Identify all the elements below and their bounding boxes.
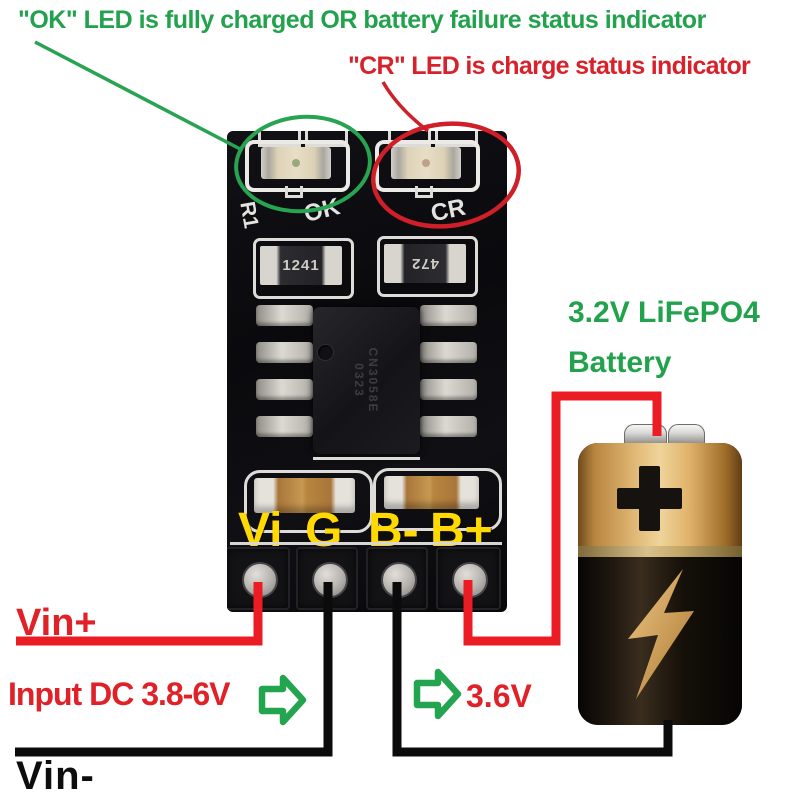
header-silkscreen-line <box>230 542 502 545</box>
pin-pad-g <box>296 547 358 610</box>
output-voltage-label: 3.6V <box>466 678 532 714</box>
output-capacitor <box>384 476 479 509</box>
battery-band <box>578 546 742 557</box>
lightning-bolt-icon <box>628 569 694 699</box>
ic-marking-line1: CN3058E <box>366 347 381 414</box>
cr-led <box>391 147 461 179</box>
battery-title-line1: 3.2V LiFePO4 <box>568 296 760 329</box>
ok-led-die <box>292 159 300 167</box>
ic-lead <box>256 342 313 363</box>
input-arrow-icon <box>258 674 307 726</box>
lightning-bolt-shape <box>628 569 694 699</box>
battery-positive-terminal <box>668 424 705 446</box>
led-polarity-mark <box>285 186 303 198</box>
input-capacitor <box>254 478 355 513</box>
ic-lead <box>256 305 313 326</box>
ic-lead <box>420 305 477 326</box>
ic-lead <box>420 416 477 437</box>
pin-hole-b-plus <box>452 562 488 598</box>
resistor-outline <box>253 238 354 299</box>
ic-lead <box>256 416 313 437</box>
ic-silkscreen-line <box>313 457 420 460</box>
ic-lead <box>420 342 477 363</box>
ic-lead <box>256 379 313 400</box>
cr-led-die <box>422 159 430 167</box>
resistor-outline <box>377 236 478 297</box>
vin-plus-label: Vin+ <box>16 602 97 644</box>
input-dc-label: Input DC 3.8-6V <box>8 676 230 712</box>
pin1-dimple <box>318 345 333 360</box>
capacitor-outline <box>244 470 373 533</box>
cr-leader-line <box>381 81 430 133</box>
silkscreen-cr-label: CR <box>428 193 468 228</box>
battery-title-line2: Battery <box>568 346 672 379</box>
output-arrow-icon <box>413 668 462 720</box>
resistor-472: 472 <box>384 244 466 283</box>
resistor-1241: 1241 <box>260 246 342 285</box>
ok-led-note: "OK" LED is fully charged OR battery fai… <box>18 6 706 34</box>
silkscreen-ok-label: OK <box>301 193 343 228</box>
led-polarity-mark <box>415 186 433 198</box>
charger-ic-chip: CN3058E 0323 <box>313 307 420 454</box>
silkscreen-r1-label: R1 <box>235 199 263 231</box>
vin-minus-label: Vin- <box>16 754 95 798</box>
battery-illustration <box>578 443 742 725</box>
pin-pad-b-minus <box>366 547 428 610</box>
ok-led <box>261 147 331 179</box>
ok-leader-line <box>34 40 243 152</box>
pin-hole-g <box>312 562 348 598</box>
ic-lead <box>420 379 477 400</box>
ic-marking: CN3058E 0323 <box>293 327 440 434</box>
charger-pcb-board: R1 OK CR 1241 472 CN3058E 0323 Vi G B- B… <box>227 131 507 612</box>
ic-marking-line2: 0323 <box>352 363 367 398</box>
pin-hole-vi <box>242 562 278 598</box>
plus-icon <box>639 466 660 531</box>
pin-hole-b-minus <box>381 562 417 598</box>
cr-led-note: "CR" LED is charge status indicator <box>348 52 751 80</box>
pin-pad-vi <box>227 547 290 610</box>
pin-pad-b-plus <box>436 547 501 610</box>
